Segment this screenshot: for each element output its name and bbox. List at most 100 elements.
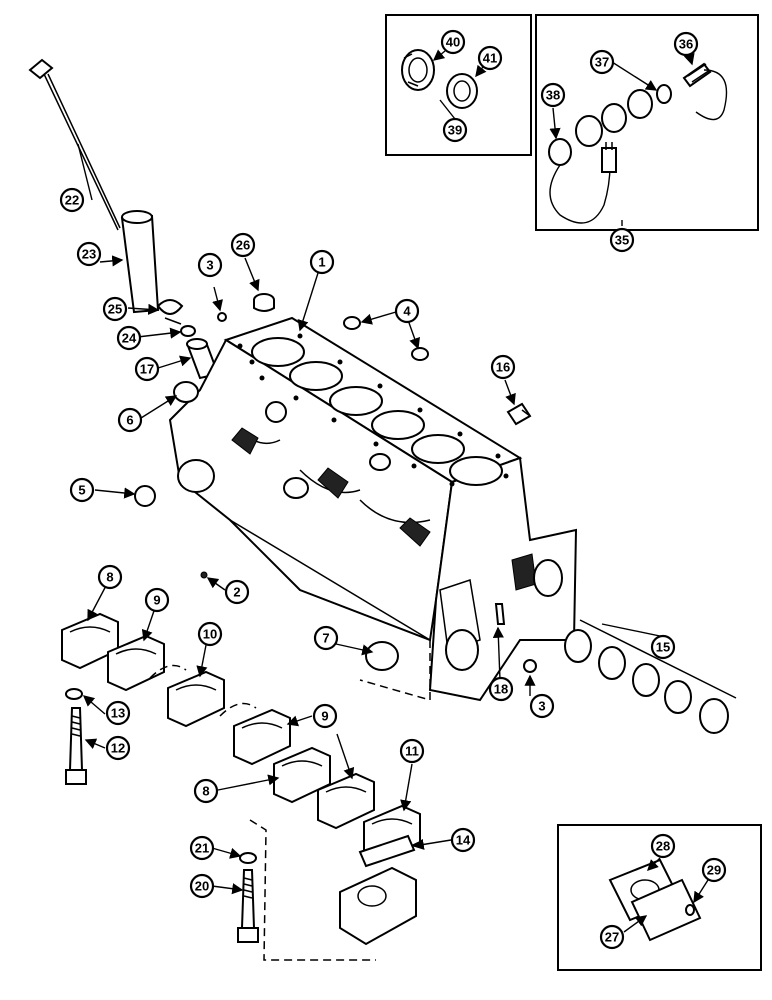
bearing-cap-10 (149, 664, 225, 728)
callout-39: 39 (442, 117, 468, 143)
heater-washer (656, 84, 672, 104)
tube-o-ring (180, 325, 196, 337)
svg-text:40: 40 (446, 35, 460, 50)
callout-8-bottom: 8 (193, 778, 219, 804)
cover-bolt (685, 904, 695, 916)
svg-text:39: 39 (448, 123, 462, 138)
callout-17: 17 (134, 356, 160, 382)
callout-7: 7 (313, 625, 339, 651)
cylinder-block (168, 316, 578, 702)
svg-text:41: 41 (483, 51, 497, 66)
svg-text:3: 3 (206, 258, 213, 273)
svg-text:6: 6 (126, 413, 133, 428)
dipstick (28, 58, 121, 231)
svg-text:8: 8 (202, 784, 209, 799)
dowel-pin (494, 603, 506, 625)
callout-1: 1 (309, 249, 335, 275)
callout-23: 23 (76, 241, 102, 267)
callout-6: 6 (117, 407, 143, 433)
svg-text:9: 9 (153, 593, 160, 608)
callout-22: 22 (59, 187, 85, 213)
cup-plug-top (253, 293, 275, 312)
cap-bolt-20 (237, 869, 259, 943)
core-plug-top-1 (343, 316, 361, 330)
plug-3-bottom (523, 659, 537, 673)
callout-12: 12 (105, 735, 131, 761)
svg-text:38: 38 (546, 88, 560, 103)
callout-5: 5 (69, 477, 95, 503)
svg-text:10: 10 (203, 627, 217, 642)
callout-35: 35 (609, 227, 635, 253)
svg-text:18: 18 (494, 682, 508, 697)
callout-15: 15 (650, 634, 676, 660)
washer-21 (239, 852, 257, 864)
callout-28: 28 (650, 833, 676, 859)
svg-text:7: 7 (322, 631, 329, 646)
callout-27: 27 (599, 924, 625, 950)
callout-3-bottom: 3 (529, 693, 555, 719)
svg-text:13: 13 (111, 706, 125, 721)
svg-text:15: 15 (656, 640, 670, 655)
plug-top (217, 312, 227, 322)
callout-37: 37 (589, 49, 615, 75)
callout-36: 36 (673, 31, 699, 57)
svg-text:16: 16 (496, 360, 510, 375)
callout-2: 2 (224, 579, 250, 605)
callout-9-bottom: 9 (312, 703, 338, 729)
svg-text:9: 9 (321, 709, 328, 724)
callout-41: 41 (477, 45, 503, 71)
seal-ring-small (446, 73, 478, 109)
callout-9-top: 9 (144, 587, 170, 613)
svg-text:14: 14 (456, 833, 471, 848)
svg-text:2: 2 (233, 585, 240, 600)
heater-cord (548, 138, 617, 224)
svg-text:23: 23 (82, 247, 96, 262)
svg-text:21: 21 (195, 841, 209, 856)
svg-text:17: 17 (140, 362, 154, 377)
svg-text:28: 28 (656, 839, 670, 854)
svg-text:4: 4 (403, 304, 411, 319)
plug-2 (200, 571, 208, 579)
svg-text:37: 37 (595, 55, 609, 70)
bearing-cap-9-lower (219, 702, 291, 766)
tube-clamp (156, 299, 184, 325)
cover-plate (630, 878, 702, 942)
callout-24: 24 (116, 325, 142, 351)
dipstick-tube (120, 210, 160, 314)
svg-text:26: 26 (236, 238, 250, 253)
svg-text:25: 25 (108, 302, 122, 317)
svg-text:11: 11 (405, 744, 419, 759)
callout-3-top: 3 (197, 252, 223, 278)
svg-text:12: 12 (111, 741, 125, 756)
callout-8-top: 8 (97, 564, 123, 590)
svg-text:1: 1 (318, 255, 325, 270)
inset-panel-heater (535, 14, 759, 231)
pressure-switch (506, 402, 532, 426)
svg-text:35: 35 (615, 233, 629, 248)
heater-element (682, 62, 728, 121)
callout-29: 29 (701, 857, 727, 883)
camshaft-bearings (564, 619, 737, 734)
bearing-cap-9-third (317, 772, 375, 830)
expansion-plug-6 (173, 381, 199, 403)
callout-18: 18 (488, 676, 514, 702)
callout-38: 38 (540, 82, 566, 108)
svg-text:8: 8 (106, 570, 113, 585)
heater-nut-stack (575, 89, 653, 147)
callout-13: 13 (105, 700, 131, 726)
core-plug-top-2 (411, 347, 429, 361)
callout-40: 40 (440, 29, 466, 55)
callout-16: 16 (490, 354, 516, 380)
svg-text:20: 20 (195, 879, 209, 894)
callout-25: 25 (102, 296, 128, 322)
seal-ring-large (401, 49, 435, 91)
gasket-plate-14 (358, 834, 416, 868)
svg-text:5: 5 (78, 483, 85, 498)
callout-10: 10 (197, 621, 223, 647)
washer-13 (65, 688, 83, 700)
callout-21: 21 (189, 835, 215, 861)
callout-20: 20 (189, 873, 215, 899)
svg-text:29: 29 (707, 863, 721, 878)
svg-text:27: 27 (605, 930, 619, 945)
